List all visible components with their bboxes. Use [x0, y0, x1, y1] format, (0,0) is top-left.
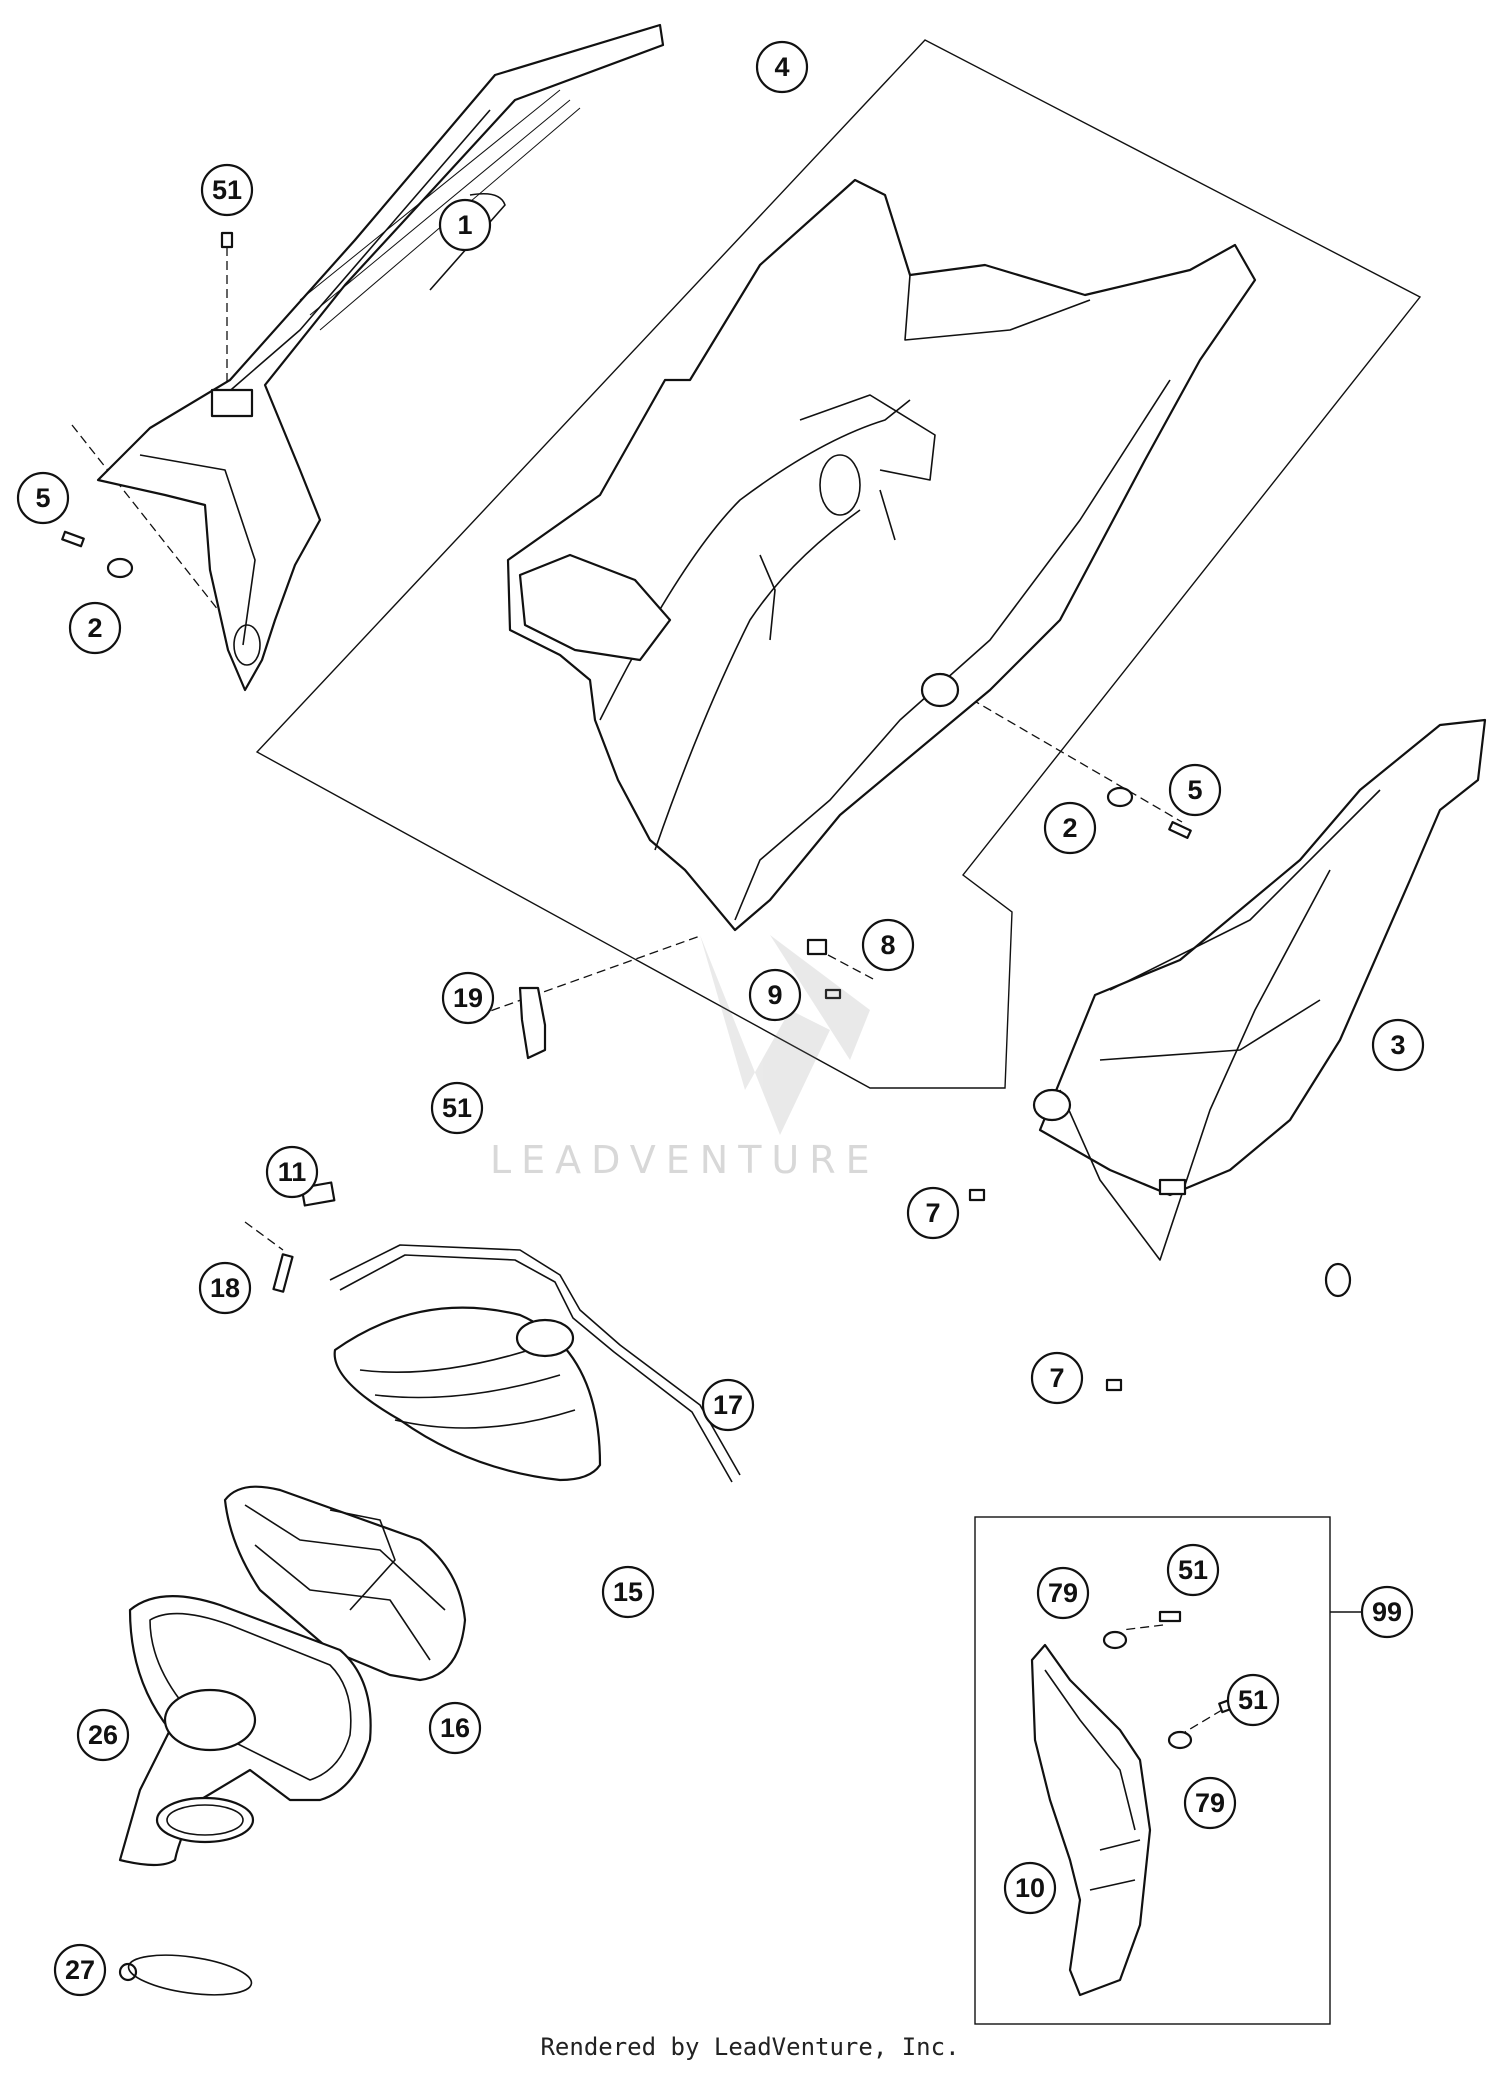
callout-19: 19	[441, 971, 495, 1025]
svg-text:5: 5	[1187, 775, 1202, 805]
callout-79: 79	[1183, 1776, 1237, 1830]
callout-15: 15	[601, 1565, 655, 1619]
svg-text:26: 26	[88, 1720, 118, 1750]
svg-text:4: 4	[774, 52, 789, 82]
svg-text:15: 15	[613, 1577, 643, 1607]
svg-text:8: 8	[880, 930, 895, 960]
callout-79: 79	[1036, 1566, 1090, 1620]
svg-text:19: 19	[453, 983, 483, 1013]
callout-8: 8	[861, 918, 915, 972]
callout-5: 5	[1168, 763, 1222, 817]
callout-99: 99	[1360, 1585, 1414, 1639]
callout-11: 11	[265, 1145, 319, 1199]
callout-4: 4	[755, 40, 809, 94]
svg-text:7: 7	[1049, 1363, 1064, 1393]
svg-text:99: 99	[1372, 1597, 1402, 1627]
part-3-side-cover	[1032, 718, 1487, 1298]
svg-text:51: 51	[1238, 1685, 1268, 1715]
callout-9: 9	[748, 968, 802, 1022]
callout-27: 27	[53, 1943, 107, 1997]
svg-text:9: 9	[767, 980, 782, 1010]
watermark-text: LEADVENTURE	[490, 1138, 880, 1182]
callout-2: 2	[1043, 801, 1097, 855]
callout-1: 1	[438, 198, 492, 252]
svg-text:16: 16	[440, 1713, 470, 1743]
callout-16: 16	[428, 1701, 482, 1755]
callout-51: 51	[430, 1081, 484, 1135]
callout-51: 51	[200, 163, 254, 217]
svg-text:27: 27	[65, 1955, 95, 1985]
part-10-intake-duct	[1030, 1643, 1152, 1997]
part-19-bracket	[518, 986, 547, 1060]
svg-text:1: 1	[457, 210, 472, 240]
svg-text:10: 10	[1015, 1873, 1045, 1903]
callout-18: 18	[198, 1261, 252, 1315]
svg-text:11: 11	[278, 1157, 307, 1187]
callout-51: 51	[1166, 1543, 1220, 1597]
kit-frame-99	[974, 1516, 1331, 2025]
callout-2: 2	[68, 601, 122, 655]
kit-frame-4	[255, 39, 1422, 1089]
callout-26: 26	[76, 1708, 130, 1762]
leadventure-logo-icon	[700, 935, 870, 1135]
callout-51: 51	[1226, 1673, 1280, 1727]
part-17-wire-holder	[329, 1244, 741, 1483]
callout-7: 7	[906, 1186, 960, 1240]
svg-text:79: 79	[1048, 1578, 1078, 1608]
svg-text:7: 7	[925, 1198, 940, 1228]
svg-text:79: 79	[1195, 1788, 1225, 1818]
svg-text:3: 3	[1390, 1030, 1405, 1060]
svg-text:5: 5	[35, 483, 50, 513]
footer-credit: Rendered by LeadVenture, Inc.	[540, 2033, 960, 2061]
svg-text:17: 17	[713, 1390, 743, 1420]
part-27-hose-clamp	[127, 1954, 253, 1996]
svg-text:2: 2	[1062, 813, 1077, 843]
svg-text:51: 51	[1178, 1555, 1208, 1585]
svg-text:18: 18	[210, 1273, 240, 1303]
callout-10: 10	[1003, 1861, 1057, 1915]
part-4-rear-fender	[506, 178, 1257, 932]
callout-5: 5	[16, 471, 70, 525]
part-15-air-filter	[333, 1306, 602, 1482]
callout-7: 7	[1030, 1351, 1084, 1405]
svg-text:51: 51	[442, 1093, 472, 1123]
part-1-airbox-panel	[96, 23, 665, 692]
callout-3: 3	[1371, 1018, 1425, 1072]
svg-text:2: 2	[87, 613, 102, 643]
callout-17: 17	[701, 1378, 755, 1432]
part-16-filter-cage	[223, 1485, 467, 1682]
part-26-intake-boot	[118, 1595, 372, 1867]
svg-text:51: 51	[212, 175, 242, 205]
